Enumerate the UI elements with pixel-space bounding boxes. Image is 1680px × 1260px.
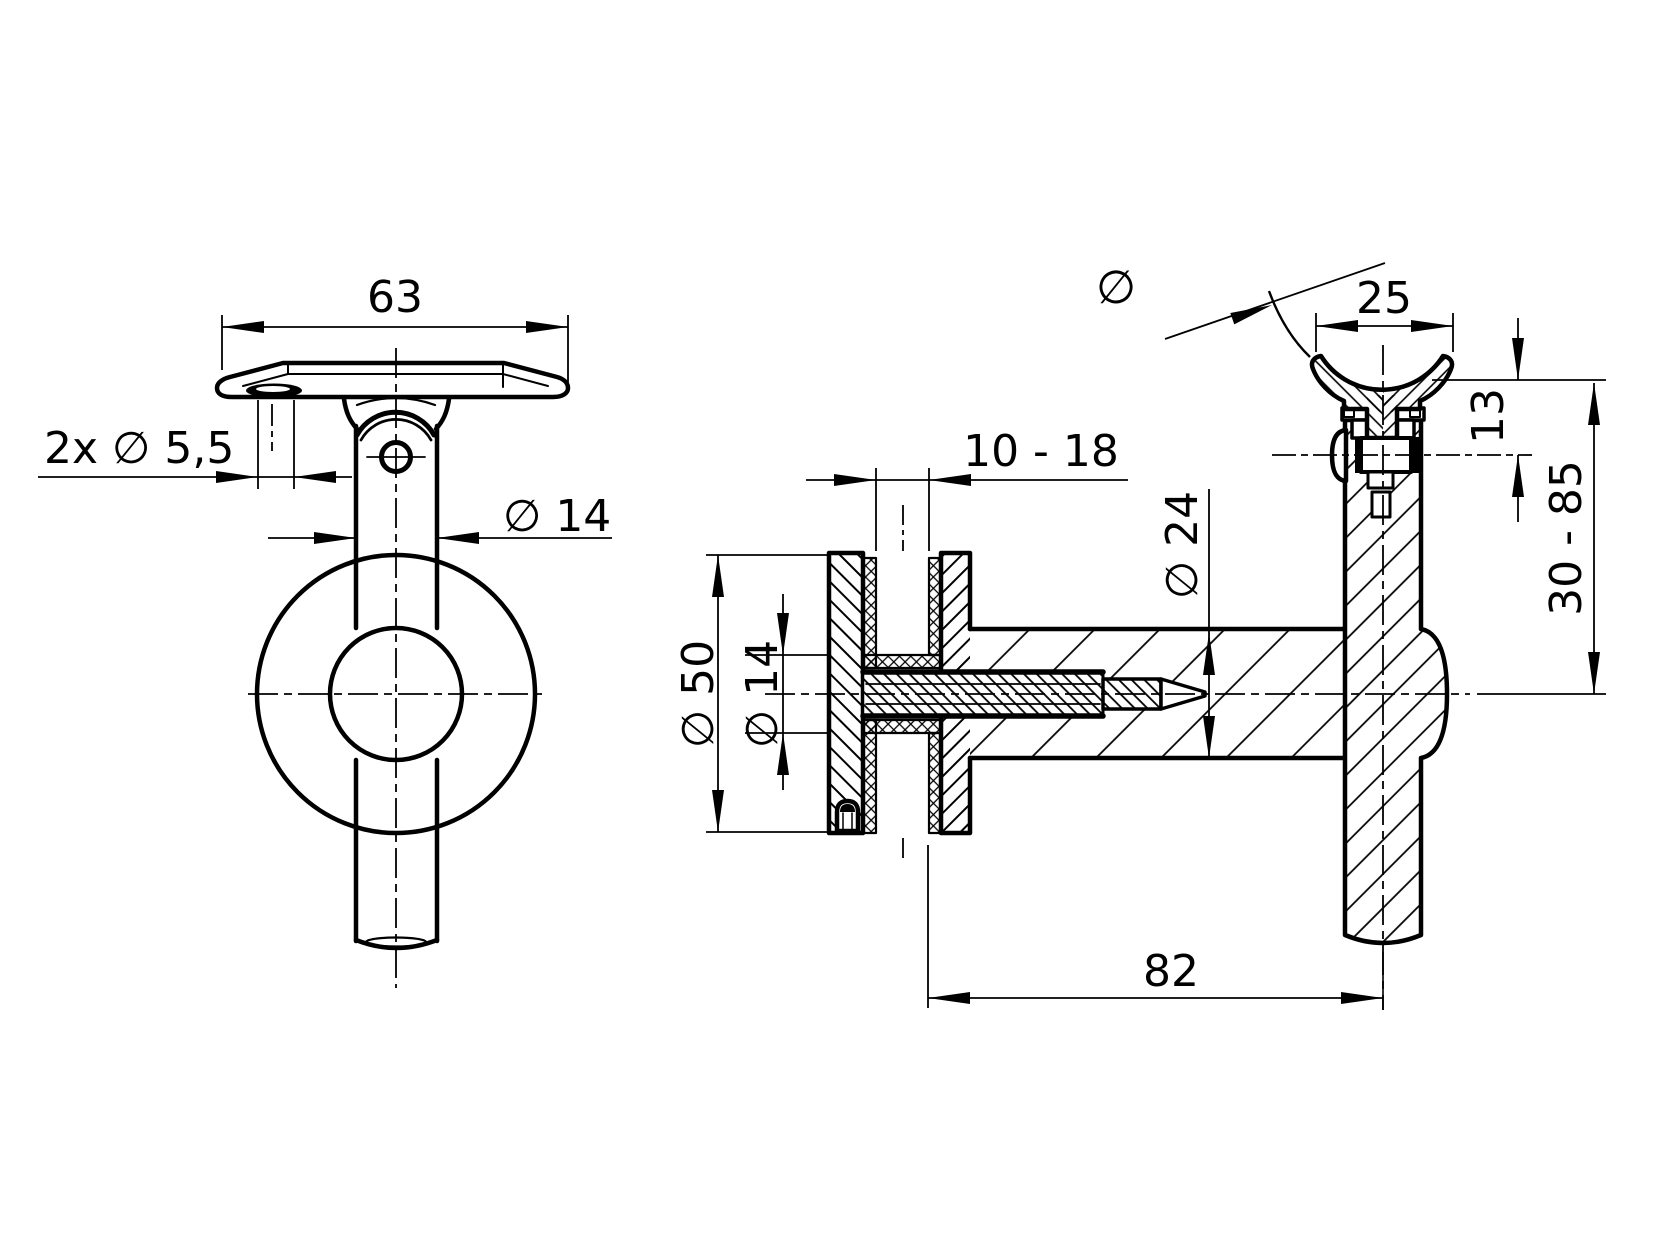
dim-post-diameter-label: ∅ 14 — [503, 491, 611, 542]
front-post — [353, 423, 440, 951]
dim-depth-label: 82 — [1143, 946, 1199, 997]
side-centerlines — [765, 345, 1532, 1010]
dim-arm-diameter-label: ∅ 24 — [1157, 491, 1208, 599]
front-dimensions: 63 2x ∅ 5,5 ∅ 14 — [38, 272, 612, 544]
dim-saddle-height-label: 13 — [1463, 388, 1514, 444]
dim-saddle-top-width-label: 25 — [1356, 273, 1412, 324]
front-saddle — [214, 360, 571, 400]
dim-saddle-width-label: 63 — [367, 272, 423, 323]
side-clamp-plate — [826, 550, 866, 836]
dim-bolt-diameter-label: ∅ 14 — [737, 640, 788, 748]
front-centerlines — [248, 348, 544, 988]
dim-height-range-label: 30 - 85 — [1541, 460, 1592, 616]
dim-disc-diameter-label: ∅ 50 — [673, 640, 724, 748]
side-view — [765, 345, 1532, 1010]
side-post — [1342, 417, 1450, 946]
dim-rail-diameter-symbol: ∅ — [1096, 260, 1136, 314]
dim-holes-label: 2x ∅ 5,5 — [44, 423, 234, 474]
front-view — [214, 348, 571, 988]
side-saddle-assembly — [1309, 353, 1455, 519]
dim-glass-range-label: 10 - 18 — [963, 426, 1119, 477]
side-gaskets — [861, 556, 943, 835]
side-dimensions: 10 - 18 ∅ 25 13 30 - 85 ∅ 24 ∅ 50 ∅ 14 8… — [673, 260, 1606, 1010]
side-set-screw — [834, 798, 861, 834]
